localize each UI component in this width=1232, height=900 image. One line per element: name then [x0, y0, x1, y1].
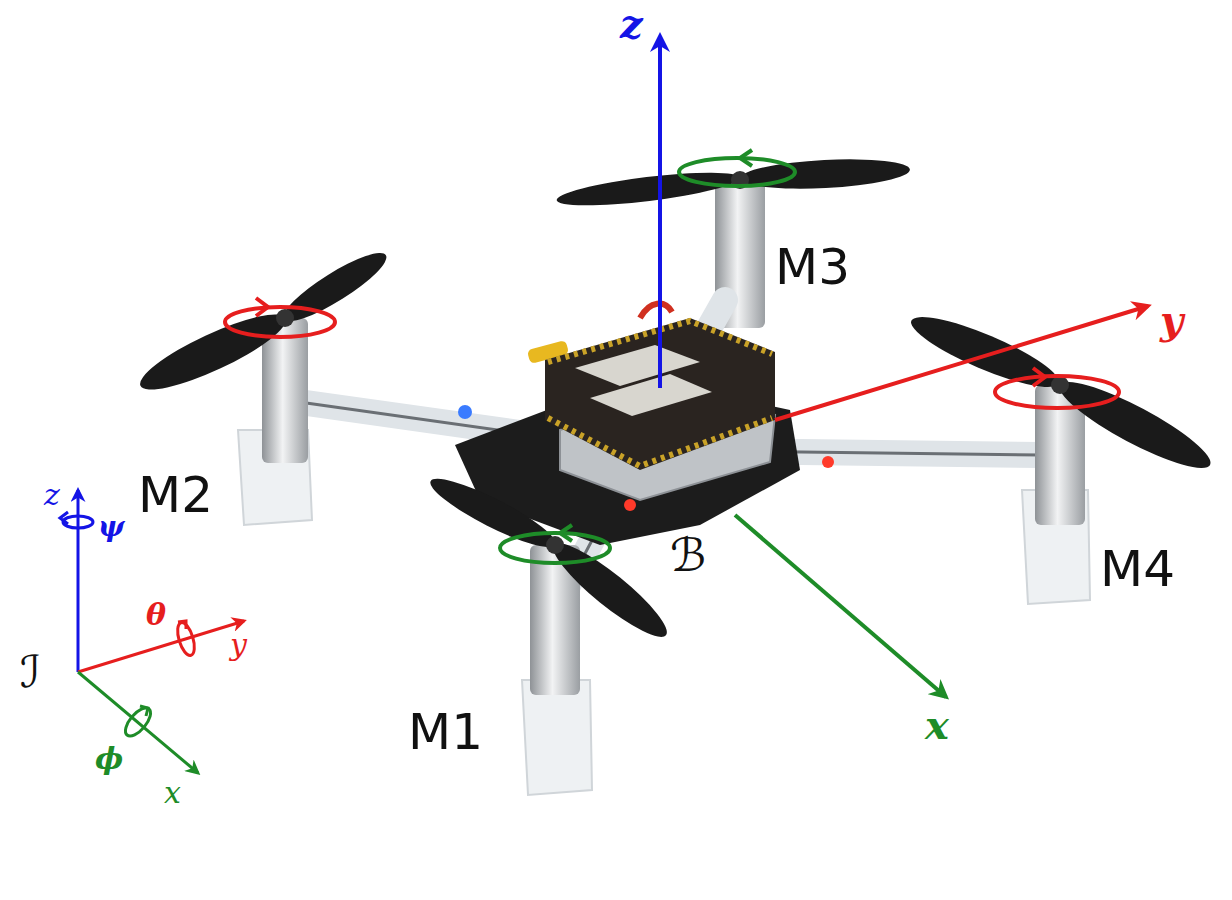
- axis-label: y: [230, 628, 247, 661]
- body-y-axis: [775, 306, 1148, 420]
- propeller-hub: [546, 536, 564, 554]
- wire: [640, 304, 672, 318]
- rotation-arrowhead: [178, 621, 186, 629]
- frame-arms: [285, 300, 1040, 610]
- rotation-arrowhead: [256, 298, 268, 316]
- rotation-arrow: [679, 158, 795, 186]
- propeller-hub: [1051, 376, 1069, 394]
- motor-label: M4: [1100, 542, 1175, 597]
- motor-m2: [133, 243, 393, 525]
- angle-label: ψ: [98, 512, 124, 543]
- angle-label: ϕ: [95, 742, 123, 775]
- axis-label: x: [164, 776, 181, 809]
- rotation-arrow: [995, 376, 1119, 408]
- led: [458, 405, 472, 419]
- propeller-blade: [424, 469, 561, 558]
- propeller-blade: [555, 166, 741, 212]
- propeller-blade: [1051, 369, 1218, 481]
- inertial-frame: [60, 490, 244, 773]
- rotation-arrow: [500, 533, 610, 563]
- rotation-arrowhead: [1033, 368, 1045, 386]
- motor-label: M1: [408, 705, 483, 760]
- rotation-arrow: [225, 307, 335, 337]
- frame-label: ℬ: [670, 530, 706, 581]
- propeller-blade: [905, 305, 1066, 399]
- body-frame: [660, 36, 1148, 697]
- rotation-arrowhead: [740, 150, 752, 166]
- axis-label: y: [1160, 298, 1183, 342]
- frame-label: ℐ: [20, 648, 41, 696]
- pitch-rotation: [174, 621, 197, 658]
- body-z-axis: [658, 36, 662, 388]
- angle-label: θ: [146, 598, 166, 631]
- roll-rotation: [121, 704, 155, 740]
- motor-label: M2: [138, 468, 213, 523]
- motor-m4: [905, 305, 1219, 604]
- led: [624, 499, 636, 511]
- deck-panel: [590, 374, 712, 416]
- rotation-arrowhead: [60, 512, 68, 524]
- rotation-arrowhead: [140, 706, 148, 716]
- propeller-blade: [133, 302, 293, 402]
- motor-mount: [522, 680, 592, 795]
- rotation-arrowhead: [560, 525, 572, 541]
- motor-label: M3: [775, 240, 850, 295]
- pin-header: [548, 418, 772, 466]
- axis-label: z: [44, 478, 60, 511]
- axis-label: x: [925, 703, 949, 747]
- led: [822, 456, 834, 468]
- axis-label: z: [620, 2, 643, 46]
- propeller-hub: [276, 309, 294, 327]
- body-x-axis: [735, 515, 946, 697]
